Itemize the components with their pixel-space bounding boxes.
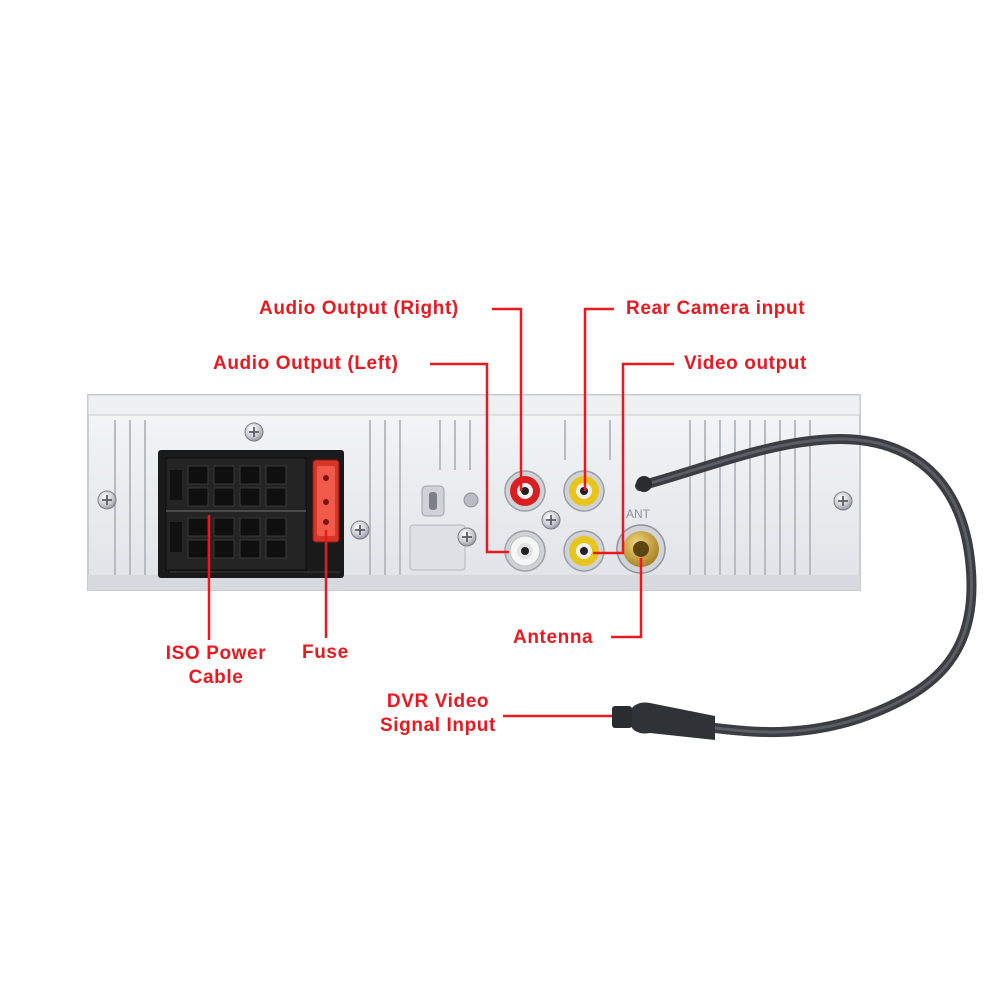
label-rear-camera-input: Rear Camera input (626, 298, 806, 319)
label-antenna: Antenna (513, 627, 594, 648)
label-fuse: Fuse (302, 642, 349, 663)
iso-power-connector (158, 450, 344, 578)
leader-lines (207, 307, 674, 718)
label-dvr-line1: DVR Video (386, 691, 490, 712)
fuse (312, 459, 340, 543)
dvr-cable (612, 434, 977, 740)
label-video-output: Video output (684, 353, 807, 374)
label-audio-output-left: Audio Output (Left) (213, 353, 399, 374)
label-audio-output-right: Audio Output (Right) (259, 298, 459, 319)
label-iso-power-line1: ISO Power (165, 643, 267, 664)
label-dvr-video-signal-input: DVR Video Signal Input (366, 690, 510, 738)
label-dvr-line2: Signal Input (380, 715, 496, 736)
ant-mark: ANT (626, 507, 651, 521)
label-iso-power-line2: Cable (188, 667, 244, 688)
label-iso-power-cable: ISO Power Cable (156, 642, 276, 690)
rca-jack-icon (504, 470, 605, 572)
antenna-socket-icon (616, 524, 666, 574)
